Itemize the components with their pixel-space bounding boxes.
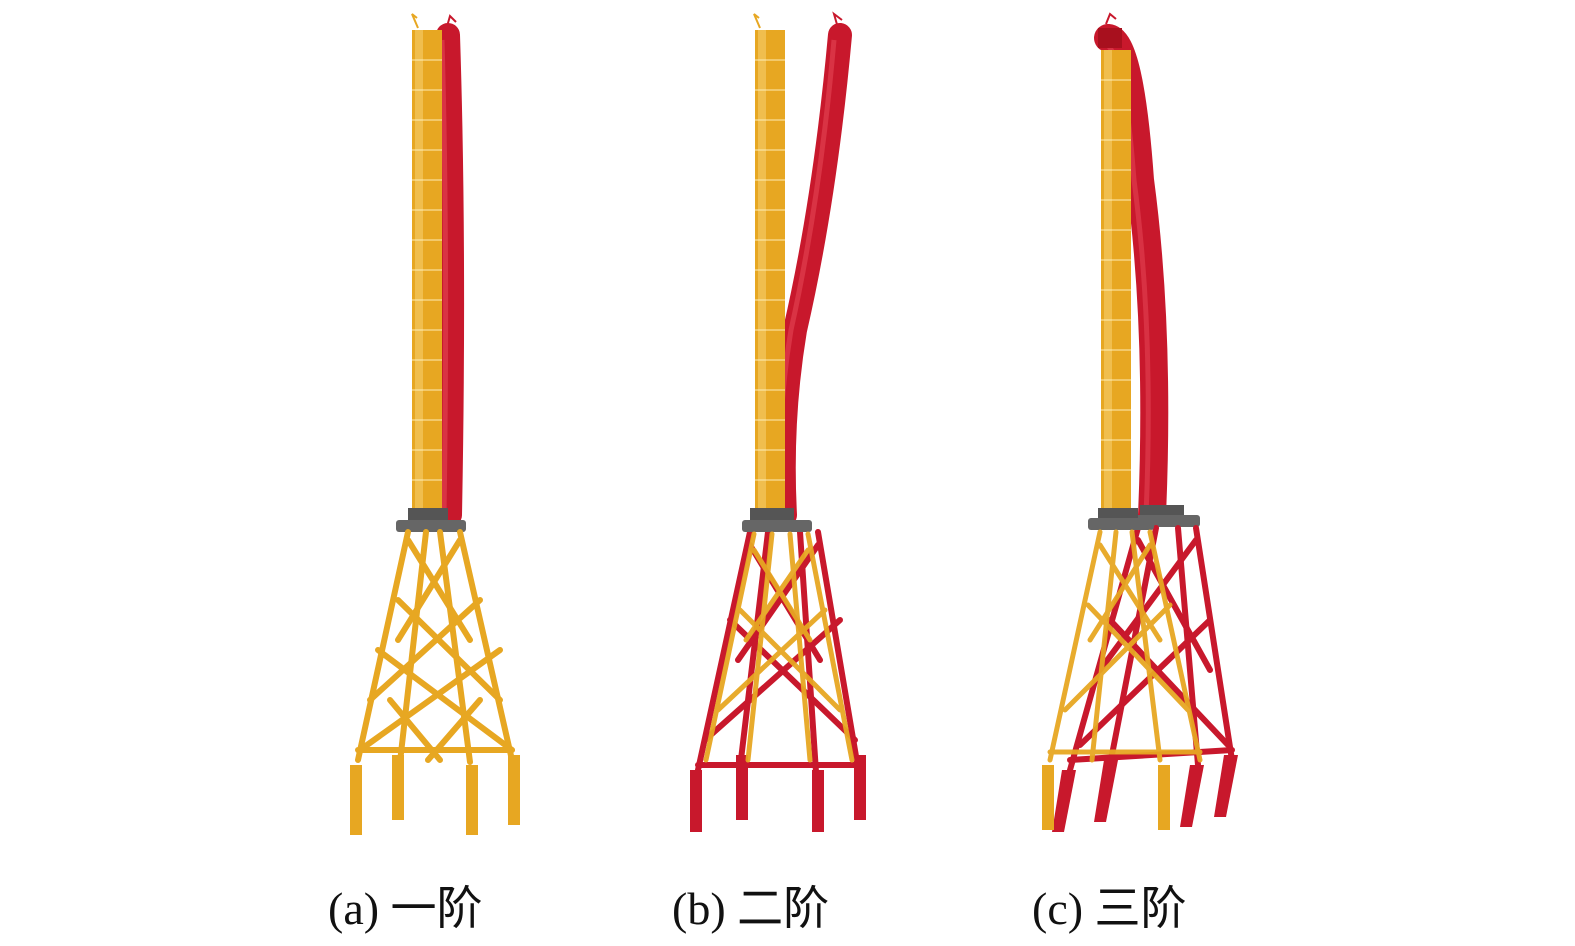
undeformed-structure [1042,50,1203,830]
panel-a: (a) 一阶 [300,0,560,946]
panel-b: (b) 二阶 [650,0,910,946]
deformed-structure [1052,12,1238,832]
deformed-structure [436,14,465,527]
caption-b: (b) 二阶 [672,883,830,934]
jacket-mode-shape-1 [350,13,520,835]
undeformed-structure [350,13,520,835]
caption-a: (a) 一阶 [328,883,483,934]
caption-c: (c) 三阶 [1032,883,1187,934]
jacket-mode-shape-3 [1042,12,1238,832]
undeformed-structure [703,13,855,763]
panel-c: (c) 三阶 [1010,0,1270,946]
jacket-mode-shape-2 [690,11,866,832]
